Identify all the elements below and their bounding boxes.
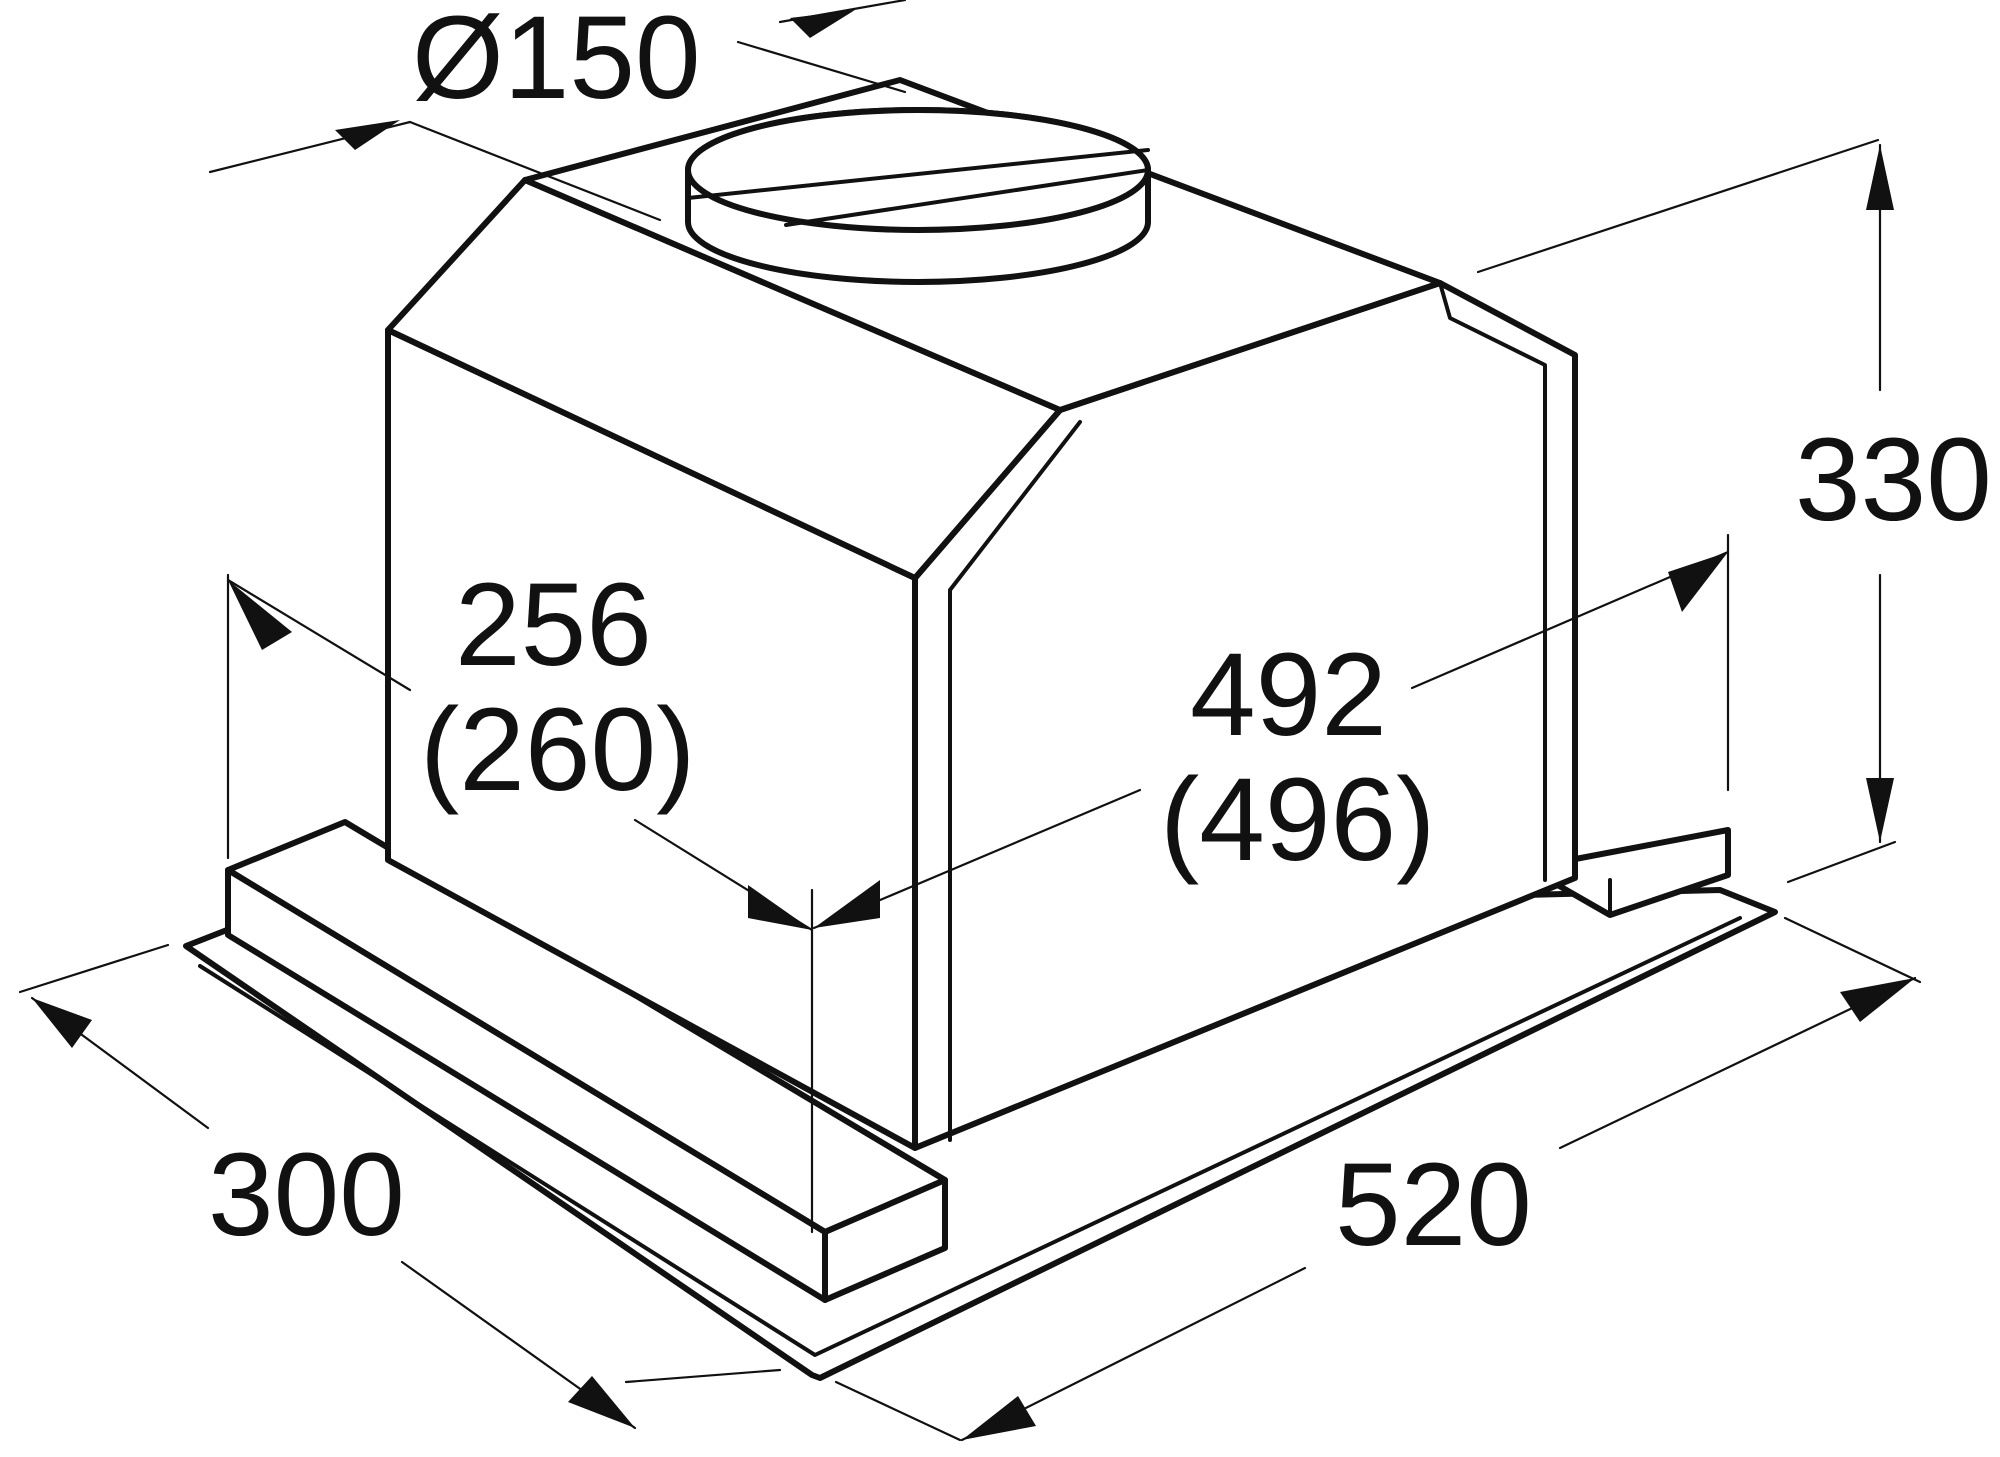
dim-frame-width: 520 <box>834 916 1922 1442</box>
body-edge-trim <box>948 420 1082 1142</box>
left-front-rail-end <box>822 1177 948 1303</box>
right-back-rail <box>1525 827 1731 918</box>
dim-frame-width-arrow-left <box>962 1396 1036 1440</box>
dim-label-body-depth-alt: (260) <box>420 684 695 816</box>
dim-height-arrow-bottom <box>1866 778 1894 842</box>
dim-body-width: 492 (496) <box>812 533 1730 930</box>
dim-depth-arrow-right <box>748 885 812 930</box>
dim-label-frame-depth: 300 <box>208 1129 405 1261</box>
base-frame <box>183 819 1778 1381</box>
dim-total-height: 330 <box>1476 138 1992 884</box>
dim-frame-width-arrow-right <box>1840 978 1915 1022</box>
frame-inner-rim <box>198 916 1742 1357</box>
dim-width-arrow-left <box>814 880 880 928</box>
dim-label-body-depth: 256 <box>455 559 652 691</box>
dim-label-duct-diameter: Ø150 <box>412 0 701 124</box>
dim-label-frame-width: 520 <box>1335 1139 1532 1271</box>
dim-label-body-width-alt: (496) <box>1160 754 1435 886</box>
dim-frame-depth: 300 <box>18 943 782 1430</box>
body-edge-trim-right <box>1438 281 1547 882</box>
hood-body <box>385 77 1578 1151</box>
dim-duct-arrow-left <box>335 120 400 150</box>
dim-duct-arrow-right <box>790 10 855 38</box>
dim-body-depth: 256 (260) <box>226 559 814 1234</box>
dim-duct-diameter: Ø150 <box>208 0 907 222</box>
duct-collar <box>685 107 1151 285</box>
duct-collar-top <box>685 107 1151 233</box>
duct-collar-damper <box>686 148 1150 227</box>
dim-frame-depth-arrow-left <box>32 998 92 1048</box>
dim-label-body-width: 492 <box>1190 629 1387 761</box>
dim-width-arrow-right <box>1668 552 1728 612</box>
dim-label-total-height: 330 <box>1795 414 1992 546</box>
dim-height-arrow-top <box>1866 145 1894 210</box>
dim-frame-depth-arrow-right <box>568 1376 635 1428</box>
dim-depth-arrow-left <box>228 580 292 650</box>
